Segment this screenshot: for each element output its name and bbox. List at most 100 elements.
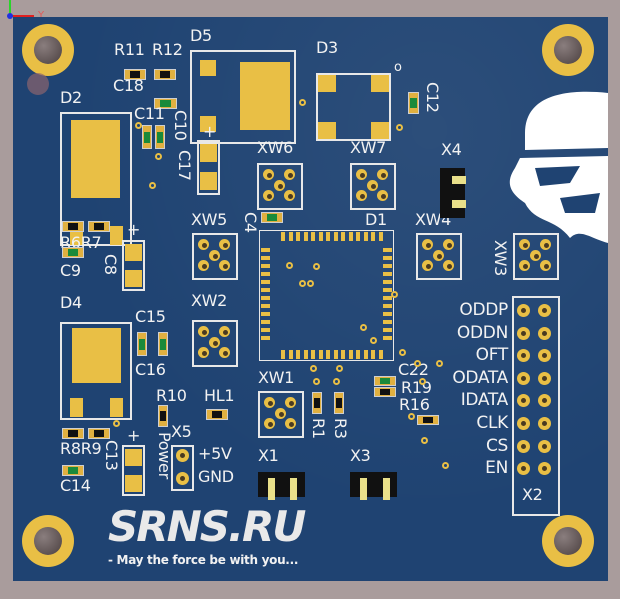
pad xyxy=(443,260,454,271)
pad xyxy=(261,328,270,332)
pad xyxy=(261,304,270,308)
via xyxy=(408,413,415,420)
label-c9: C9 xyxy=(60,261,81,280)
testpoint-xw4 xyxy=(416,233,462,280)
label-xw6: XW6 xyxy=(257,138,294,157)
capacitor-c18 xyxy=(154,98,177,109)
pad xyxy=(125,449,142,466)
label-d2: D2 xyxy=(60,88,82,107)
label-d1: D1 xyxy=(365,210,387,229)
pad xyxy=(281,232,285,241)
pad xyxy=(318,122,336,139)
label-gnd: GND xyxy=(198,467,234,486)
via xyxy=(313,263,320,270)
pad xyxy=(219,239,230,250)
pad xyxy=(219,260,230,271)
pad xyxy=(125,475,142,492)
resistor-r7 xyxy=(88,221,110,232)
label-hl1: HL1 xyxy=(204,386,235,405)
pad xyxy=(383,312,392,316)
capacitor-c17 xyxy=(197,140,220,195)
label-r10: R10 xyxy=(156,386,187,405)
resistor-r6 xyxy=(62,221,84,232)
capacitor-c22 xyxy=(374,376,396,386)
pad xyxy=(70,398,83,417)
pad xyxy=(432,249,444,261)
capacitor-c16 xyxy=(158,332,168,356)
pad xyxy=(303,350,308,359)
pad xyxy=(264,418,275,429)
resistor-r3 xyxy=(334,392,344,414)
label-r8r9: R8R9 xyxy=(60,439,102,458)
component-d3 xyxy=(316,73,391,141)
pad xyxy=(110,398,123,417)
component-d4 xyxy=(60,322,132,420)
label-r1: R1 xyxy=(309,418,328,439)
pad xyxy=(363,350,368,359)
pad xyxy=(371,122,389,139)
testpoint-xw7 xyxy=(350,163,396,210)
pad xyxy=(274,407,286,419)
mounting-hole xyxy=(22,515,74,567)
x2-pin-label: IDATA xyxy=(460,390,509,411)
header-pin xyxy=(538,417,551,430)
pad xyxy=(219,347,230,358)
pad xyxy=(356,350,360,359)
pad xyxy=(125,270,142,287)
pad xyxy=(363,232,368,241)
pad xyxy=(378,350,383,359)
pad xyxy=(110,226,123,245)
pin xyxy=(360,478,367,500)
capacitor-c4 xyxy=(261,212,283,223)
pad xyxy=(261,280,270,284)
via xyxy=(360,324,367,331)
pad xyxy=(273,179,285,191)
x2-pin-label: OFT xyxy=(475,345,509,366)
header-pin xyxy=(538,304,551,317)
via xyxy=(370,337,377,344)
label-x3: X3 xyxy=(350,446,371,465)
logo-srns: SRNS.RU xyxy=(108,502,306,551)
testpoint-xw6 xyxy=(257,163,303,210)
pad xyxy=(208,336,220,348)
pad xyxy=(264,397,275,408)
label-r12: R12 xyxy=(152,40,183,59)
pad xyxy=(383,320,392,324)
pad xyxy=(333,232,338,241)
via xyxy=(414,360,421,367)
pad xyxy=(378,232,383,241)
pad xyxy=(377,190,388,201)
pad xyxy=(200,116,216,132)
pad xyxy=(318,75,336,92)
label-r6r7: R6R7 xyxy=(60,233,102,252)
via xyxy=(286,262,293,269)
pad xyxy=(198,239,209,250)
pad xyxy=(383,288,392,292)
label-d4: D4 xyxy=(60,293,82,312)
pad xyxy=(200,144,217,162)
pad xyxy=(261,320,270,324)
pad xyxy=(348,232,353,241)
pad xyxy=(285,418,296,429)
label-xw3: XW3 xyxy=(491,240,510,277)
capacitor-c11 xyxy=(142,125,152,149)
label-xw5: XW5 xyxy=(191,210,228,229)
pad xyxy=(383,264,392,268)
pin xyxy=(452,176,466,184)
pad xyxy=(261,256,270,260)
pad xyxy=(383,272,392,276)
pad xyxy=(356,190,367,201)
via xyxy=(419,378,426,385)
capacitor-c10 xyxy=(155,125,165,149)
pad xyxy=(371,75,389,92)
header-pin xyxy=(538,439,551,453)
header-pin xyxy=(517,371,530,385)
label-c10: C10 xyxy=(171,110,190,141)
pad xyxy=(296,232,300,241)
d3-pin1-mark: o xyxy=(394,60,402,75)
pad xyxy=(125,244,142,261)
pad xyxy=(383,304,392,308)
pad xyxy=(198,260,209,271)
pad xyxy=(318,350,323,359)
pad xyxy=(288,350,293,359)
